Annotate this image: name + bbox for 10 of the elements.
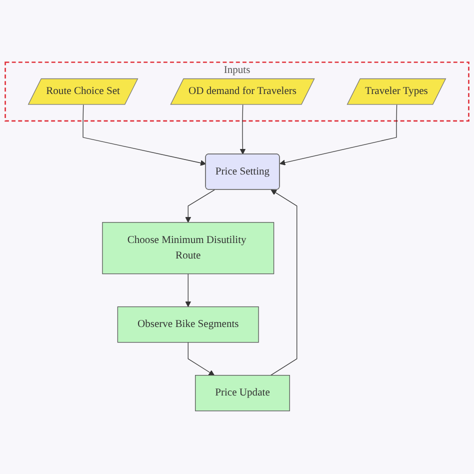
arrow	[280, 104, 398, 166]
node-box: Price Update	[195, 375, 290, 412]
arrow	[82, 104, 206, 166]
arrow	[188, 342, 215, 376]
arrow	[270, 190, 298, 376]
node-box: Choose Minimum Disutility Route	[102, 222, 274, 275]
arrow	[240, 104, 246, 155]
node-box: Observe Bike Segments	[117, 306, 259, 344]
arrow	[185, 190, 215, 224]
arrow	[185, 274, 192, 308]
